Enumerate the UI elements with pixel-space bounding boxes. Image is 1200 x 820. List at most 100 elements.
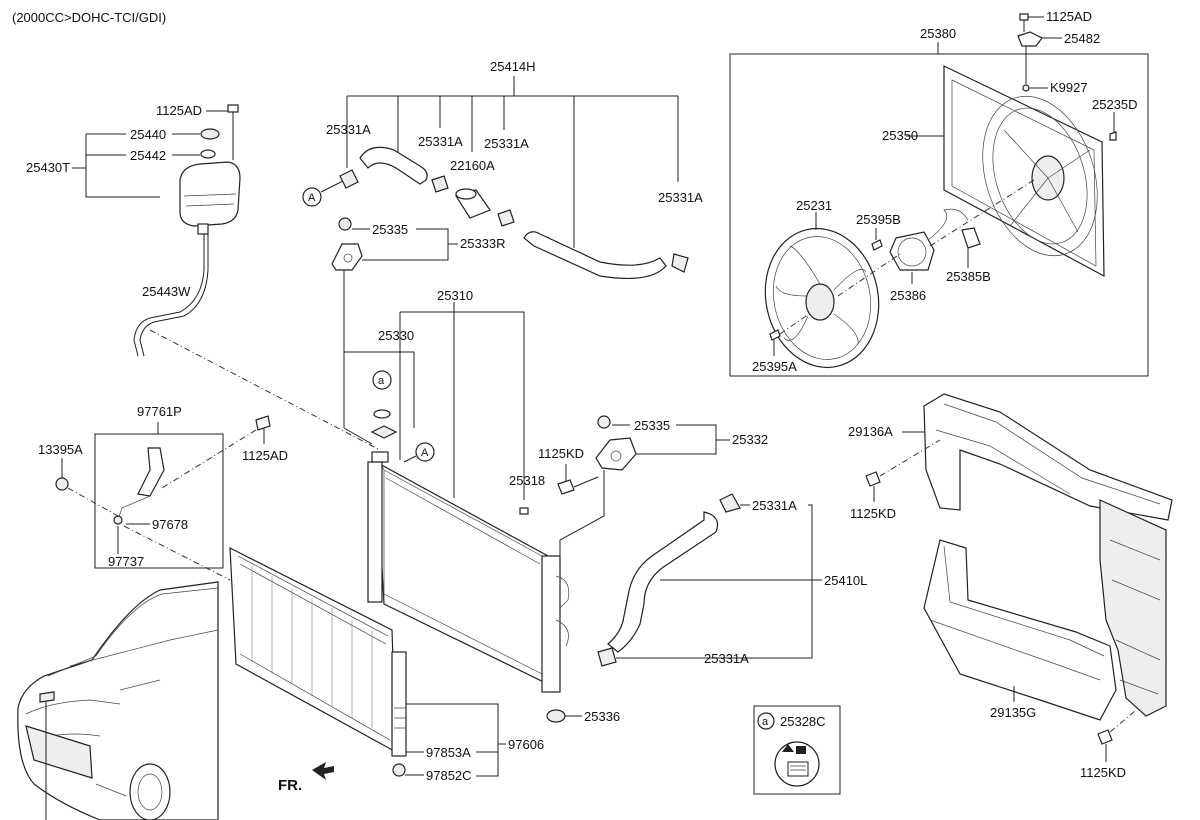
- radiator-right-tank: [541, 555, 561, 693]
- screw-25395B: [871, 239, 883, 251]
- lower-hose-group: 25331A 25410L 25331A: [597, 493, 867, 667]
- clip-K9927: [1022, 84, 1030, 92]
- svg-text:a: a: [762, 716, 769, 728]
- label-25332: 25332: [732, 432, 768, 447]
- vehicle-grille: [25, 725, 93, 779]
- label-25443W: 25443W: [142, 284, 191, 299]
- radiator-group: 25310 25330 a A 25318 25336: [343, 288, 768, 724]
- upper-hose-long: [523, 231, 667, 280]
- label-K9927: K9927: [1050, 80, 1088, 95]
- sensor-kit-box: [94, 433, 224, 569]
- drier-cap-97852C: [392, 763, 406, 777]
- label-97853A: 97853A: [426, 745, 471, 760]
- fan-assembly-group: 25380 1125AD 25482 K9927 25350 25235D: [729, 9, 1149, 377]
- label-25331A-a: 25331A: [326, 122, 371, 137]
- radiator-cap-seal: [373, 409, 391, 419]
- callout-a-legend: [757, 712, 775, 730]
- front-arrow-icon: [312, 762, 334, 780]
- screw-25395A: [769, 329, 781, 341]
- label-25385B: 25385B: [946, 269, 991, 284]
- label-22160A: 22160A: [450, 158, 495, 173]
- reservoir-cap: [200, 128, 220, 140]
- label-25335-mid: 25335: [634, 418, 670, 433]
- hose-clamp-d: [671, 253, 689, 273]
- vehicle-silhouette: [17, 581, 219, 820]
- radiator-support-side: [1099, 499, 1167, 717]
- label-25331A-d: 25331A: [658, 190, 703, 205]
- engine-spec-header: (2000CC>DOHC-TCI/GDI): [12, 10, 166, 25]
- label-25333R: 25333R: [460, 236, 506, 251]
- bolt-1125AD-sensor: [255, 415, 271, 431]
- label-97761P: 97761P: [137, 404, 182, 419]
- label-25440: 25440: [130, 127, 166, 142]
- label-29135G: 29135G: [990, 705, 1036, 720]
- label-25350: 25350: [882, 128, 918, 143]
- bolt-25235D: [1109, 131, 1117, 141]
- connector-25385B: [961, 227, 981, 249]
- label-25386: 25386: [890, 288, 926, 303]
- sensor-kit-pipe: [137, 447, 165, 497]
- label-25410L: 25410L: [824, 573, 867, 588]
- radiator-filler-neck: [371, 451, 389, 463]
- radiator-support-upper: [923, 393, 1173, 521]
- grommet-25335-mid: [597, 415, 611, 429]
- legend-box: [753, 705, 841, 795]
- label-25328C: 25328C: [780, 714, 826, 729]
- hose-clamp-a: [339, 169, 359, 189]
- bolt-1125KD-carrier: [865, 471, 881, 487]
- label-1125KD-lower: 1125KD: [1080, 765, 1126, 780]
- condenser-group: 97606 97853A 97852C: [229, 546, 544, 783]
- reservoir-group: 1125AD 25440 25442 25430T 25443W: [26, 103, 381, 451]
- label-25331A-e: 25331A: [752, 498, 797, 513]
- hose-clamp-f: [597, 647, 617, 667]
- coolant-reservoir-tank: [179, 161, 241, 227]
- grommet-13395A: [55, 477, 69, 491]
- label-1125AD-reservoir: 1125AD: [156, 103, 202, 118]
- label-25442: 25442: [130, 148, 166, 163]
- reservoir-seal: [200, 149, 216, 159]
- reservoir-hose: [133, 234, 205, 357]
- callout-a-cap: [372, 370, 392, 390]
- upper-hose-group: 25414H 25331A 25331A 22160A 25331A 25331…: [302, 59, 703, 428]
- front-end-module-group: 29136A 1125KD 29135G 1125KD: [848, 393, 1173, 780]
- reservoir-bolt: [227, 104, 239, 160]
- radiator-support-lower: [923, 539, 1117, 721]
- label-97606: 97606: [508, 737, 544, 752]
- label-25318: 25318: [509, 473, 545, 488]
- label-25395B: 25395B: [856, 212, 901, 227]
- label-25336: 25336: [584, 709, 620, 724]
- label-25482: 25482: [1064, 31, 1100, 46]
- callout-A-radiator: [415, 442, 435, 462]
- fan-hub: [805, 283, 835, 321]
- label-25330: 25330: [378, 328, 414, 343]
- label-13395A: 13395A: [38, 442, 83, 457]
- sensor-kit-group: 97761P 97678 97737 13395A 1125AD: [38, 404, 288, 581]
- svg-text:a: a: [378, 375, 385, 387]
- label-1125KD-carrier: 1125KD: [850, 506, 896, 521]
- label-25331A-b: 25331A: [418, 134, 463, 149]
- front-label: FR.: [278, 777, 302, 794]
- fan-assembly-box: [729, 53, 1149, 377]
- drain-plug-25318: [519, 507, 529, 515]
- hose-clamp-e: [719, 493, 741, 513]
- label-25235D: 25235D: [1092, 97, 1138, 112]
- lower-radiator-hose: [607, 511, 719, 653]
- front-direction-indicator: FR.: [278, 762, 334, 794]
- label-1125AD-fan: 1125AD: [1046, 9, 1092, 24]
- label-25380: 25380: [920, 26, 956, 41]
- hose-clamp-c: [497, 209, 515, 227]
- label-29136A: 29136A: [848, 424, 893, 439]
- radiator-cap: [370, 425, 398, 439]
- label-97678: 97678: [152, 517, 188, 532]
- label-25331A-f: 25331A: [704, 651, 749, 666]
- grommet-25335-top: [338, 217, 352, 231]
- radiator-bracket-lower: [595, 437, 637, 471]
- label-25310: 25310: [437, 288, 473, 303]
- upper-hose-short: [359, 146, 428, 185]
- sensor-97678: [113, 515, 123, 525]
- label-97852C: 97852C: [426, 768, 472, 783]
- receiver-drier-97853A: [391, 651, 407, 757]
- legend-25328C: a 25328C: [753, 705, 841, 795]
- grommet-25336: [546, 709, 566, 723]
